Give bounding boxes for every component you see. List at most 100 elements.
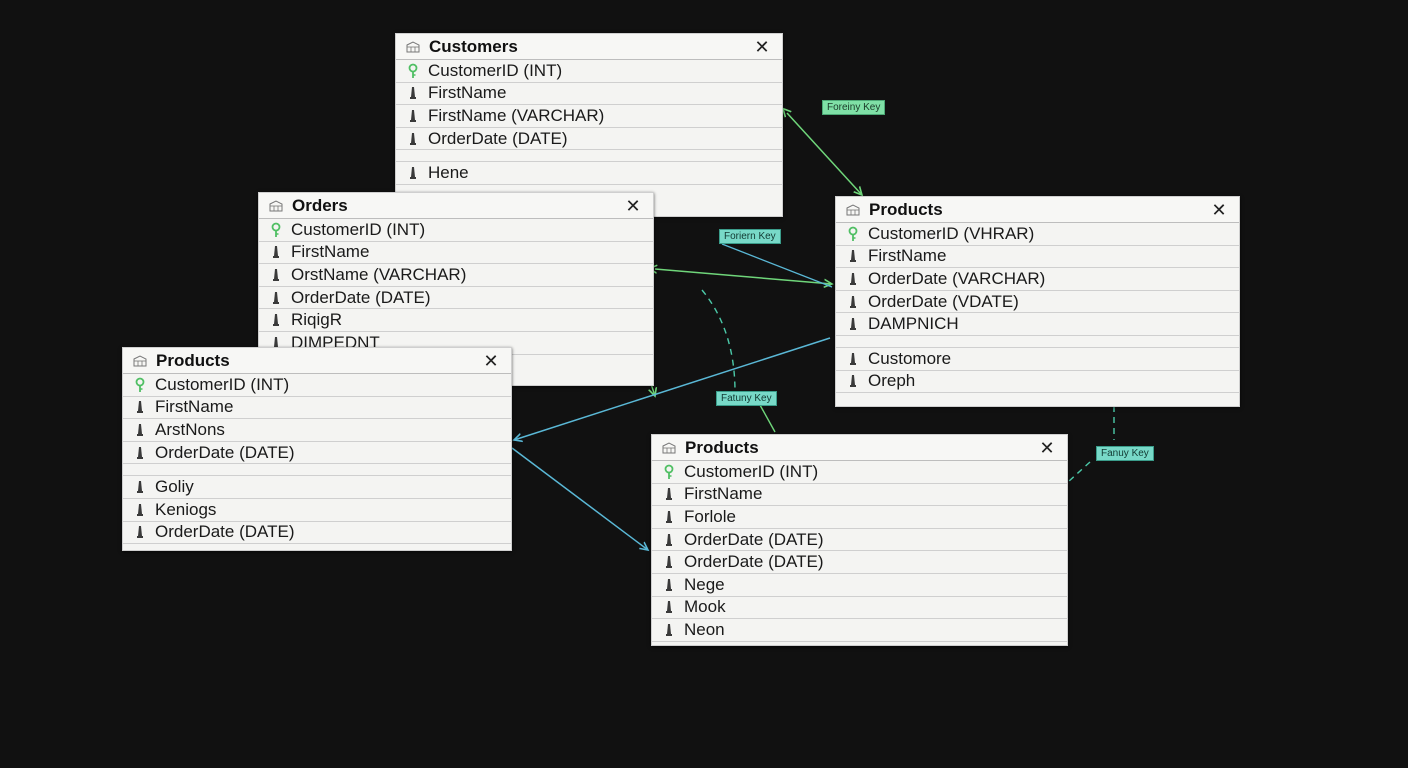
- close-icon[interactable]: ✕: [1039, 437, 1055, 458]
- table-icon: [133, 354, 147, 367]
- field-row[interactable]: CustomerID (INT): [123, 374, 511, 397]
- table-header[interactable]: Orders✕: [259, 193, 653, 219]
- table-icon: [269, 199, 283, 212]
- field-row[interactable]: OrderDate (DATE): [123, 522, 511, 545]
- field-row[interactable]: Keniogs: [123, 499, 511, 522]
- link-dashed-center-b: [759, 404, 776, 433]
- fk-label-1: Foreiny Key: [822, 100, 886, 115]
- field-row-spacer: [836, 336, 1239, 348]
- field-row[interactable]: OrderDate (DATE): [652, 529, 1067, 552]
- field-label: Keniogs: [155, 499, 217, 519]
- close-icon[interactable]: ✕: [754, 36, 770, 57]
- field-row[interactable]: OrderDate (VDATE): [836, 291, 1239, 314]
- table-header[interactable]: Products✕: [652, 435, 1067, 461]
- field-label: OrderDate (VDATE): [868, 291, 1019, 311]
- column-icon: [269, 291, 283, 305]
- field-row[interactable]: CustomerID (VHRAR): [836, 223, 1239, 246]
- column-icon: [133, 423, 147, 437]
- field-row-spacer: [396, 150, 782, 163]
- field-label: RiqigR: [291, 310, 343, 330]
- close-icon[interactable]: ✕: [625, 195, 641, 216]
- close-icon[interactable]: ✕: [483, 350, 499, 371]
- field-row[interactable]: FirstName: [396, 83, 782, 106]
- field-row[interactable]: Hene: [396, 162, 782, 185]
- field-row-spacer: [123, 464, 511, 477]
- field-row[interactable]: Customore: [836, 348, 1239, 371]
- field-row[interactable]: OrderDate (VARCHAR): [836, 268, 1239, 291]
- field-row[interactable]: FirstName (VARCHAR): [396, 105, 782, 128]
- field-row[interactable]: OrderDate (DATE): [123, 442, 511, 465]
- field-row[interactable]: CustomerID (INT): [396, 60, 782, 83]
- field-label: FirstName: [155, 397, 234, 417]
- field-row[interactable]: OrstName (VARCHAR): [259, 264, 653, 287]
- field-row[interactable]: Neon: [652, 619, 1067, 642]
- field-label: FirstName: [868, 246, 947, 266]
- field-row[interactable]: FirstName: [652, 484, 1067, 507]
- column-icon: [662, 487, 676, 501]
- field-label: Oreph: [868, 371, 916, 391]
- column-icon: [662, 578, 676, 592]
- field-row[interactable]: Oreph: [836, 371, 1239, 394]
- field-row[interactable]: OrderDate (DATE): [396, 128, 782, 151]
- field-row[interactable]: CustomerID (INT): [259, 219, 653, 242]
- key-icon: [269, 222, 283, 238]
- field-label: CustomerID (INT): [291, 219, 426, 239]
- field-label: Hene: [428, 163, 469, 183]
- column-icon: [133, 480, 147, 494]
- field-row[interactable]: OrderDate (DATE): [652, 551, 1067, 574]
- table-header[interactable]: Customers✕: [396, 34, 782, 60]
- field-label: OrderDate (DATE): [155, 442, 295, 462]
- column-icon: [846, 295, 860, 309]
- column-icon: [406, 109, 420, 123]
- field-row[interactable]: FirstName: [259, 242, 653, 265]
- field-label: CustomerID (VHRAR): [868, 223, 1035, 243]
- field-label: OrderDate (DATE): [428, 128, 568, 148]
- field-row[interactable]: FirstName: [836, 246, 1239, 269]
- field-label: Forlole: [684, 506, 736, 526]
- close-icon[interactable]: ✕: [1211, 199, 1227, 220]
- field-row[interactable]: DAMPNICH: [836, 313, 1239, 336]
- column-icon: [133, 446, 147, 460]
- table-title: Products: [869, 199, 943, 219]
- field-row[interactable]: Mook: [652, 597, 1067, 620]
- field-row[interactable]: CustomerID (INT): [652, 461, 1067, 484]
- field-label: OrderDate (DATE): [291, 287, 431, 307]
- key-icon: [133, 377, 147, 393]
- field-label: OrderDate (DATE): [684, 552, 824, 572]
- column-icon: [662, 555, 676, 569]
- field-row[interactable]: Forlole: [652, 506, 1067, 529]
- field-row[interactable]: RiqigR: [259, 309, 653, 332]
- fk-label-2: Foriern Key: [719, 229, 781, 244]
- field-row[interactable]: Goliy: [123, 476, 511, 499]
- field-label: DAMPNICH: [868, 314, 959, 334]
- table-header[interactable]: Products✕: [123, 348, 511, 374]
- field-label: Mook: [684, 597, 726, 617]
- column-icon: [662, 533, 676, 547]
- column-icon: [662, 510, 676, 524]
- table-icon: [662, 441, 676, 454]
- field-label: ArstNons: [155, 419, 225, 439]
- column-icon: [406, 166, 420, 180]
- key-icon: [406, 63, 420, 79]
- field-label: FirstName: [428, 83, 507, 103]
- table-header[interactable]: Products ✕: [836, 197, 1239, 223]
- key-icon: [846, 226, 860, 242]
- column-icon: [133, 400, 147, 414]
- field-row[interactable]: OrderDate (DATE): [259, 287, 653, 310]
- field-row[interactable]: Nege: [652, 574, 1067, 597]
- field-label: FirstName: [291, 242, 370, 262]
- field-row[interactable]: ArstNons: [123, 419, 511, 442]
- table-icon: [846, 203, 860, 216]
- field-row[interactable]: FirstName: [123, 397, 511, 420]
- column-icon: [846, 249, 860, 263]
- field-label: Goliy: [155, 477, 194, 497]
- field-label: CustomerID (INT): [155, 374, 290, 394]
- link-dashed-right: [1067, 406, 1115, 483]
- fk-label-3: Fatuny Key: [716, 391, 777, 406]
- column-icon: [846, 272, 860, 286]
